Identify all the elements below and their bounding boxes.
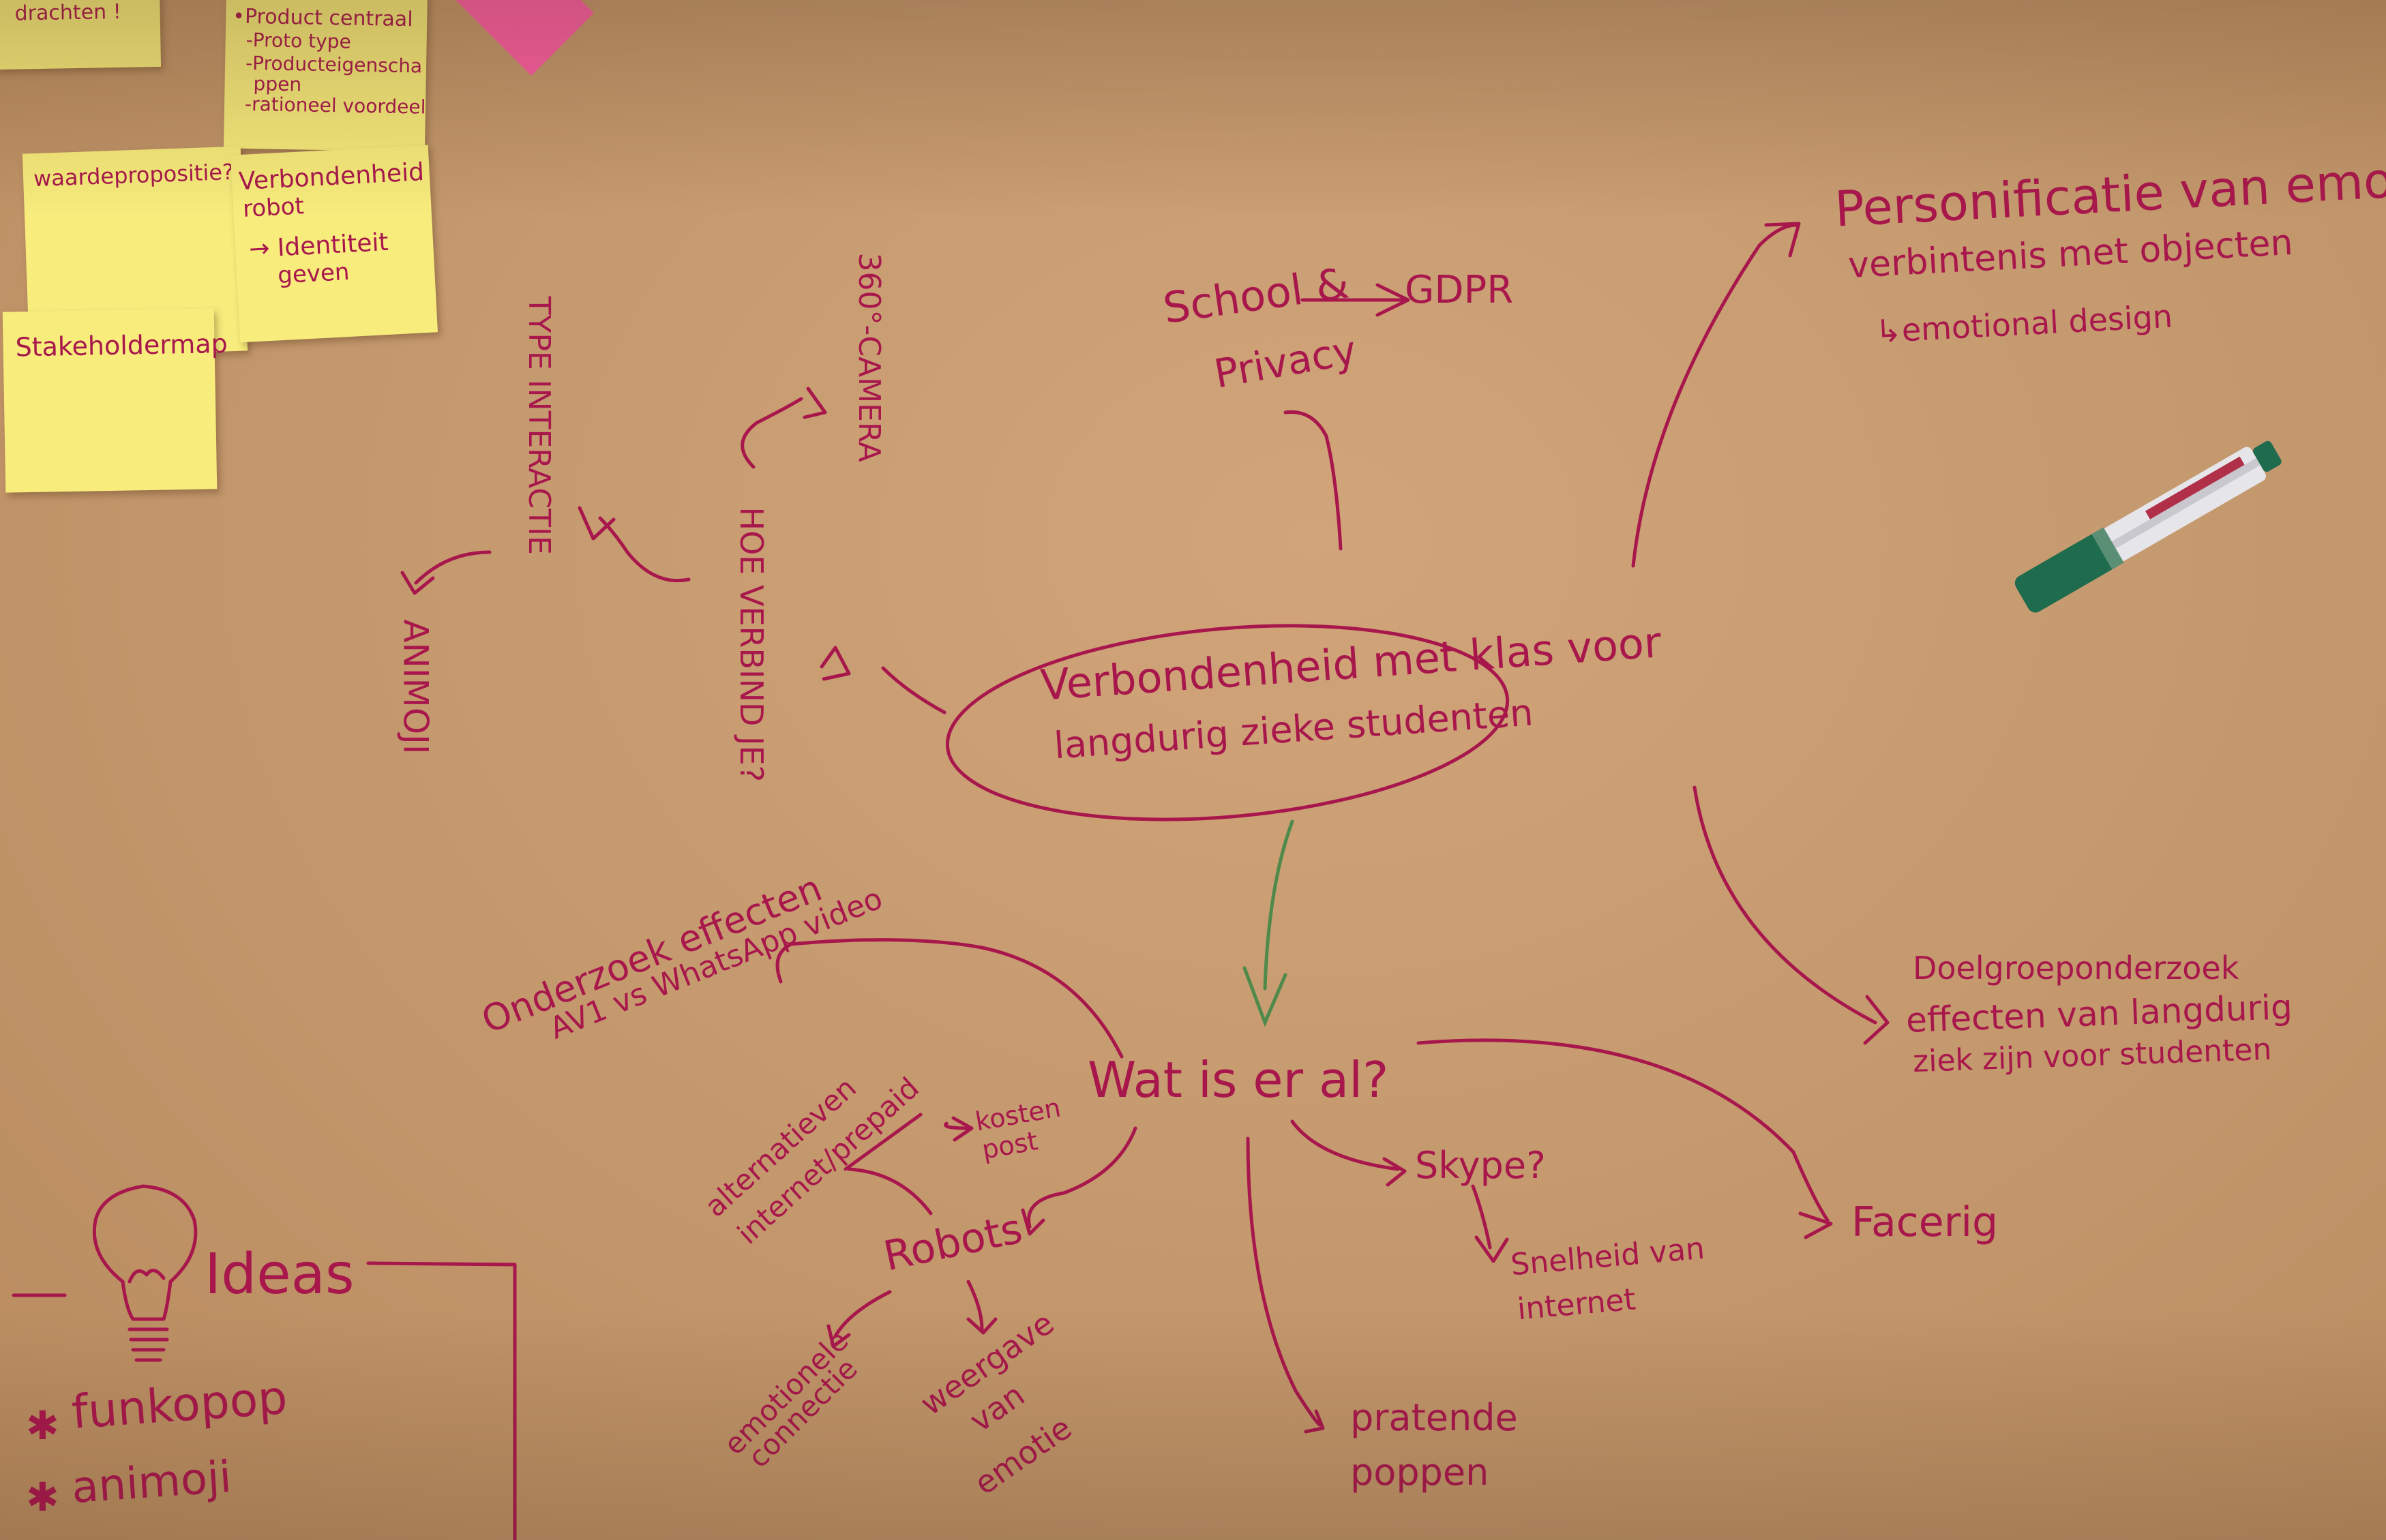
bullet-star-icon: ✱: [26, 1402, 59, 1449]
line-wat-skype: [1290, 1119, 1407, 1187]
label-hoe-verbind: HOE VERBIND JE?: [733, 507, 771, 783]
bulb-icon-filament: [128, 1269, 166, 1284]
ideas-item-animoji: animoji: [70, 1451, 233, 1514]
line-wat-facerig: [1416, 1038, 1833, 1239]
line-robots-alt: [847, 1167, 933, 1216]
label-skype: Skype?: [1415, 1144, 1546, 1187]
line-to-doelgroep: [1692, 785, 1890, 1045]
arrow-gdpr: [1300, 283, 1410, 317]
line-skype-snelheid: [1471, 1184, 1509, 1263]
label-gdpr: GDPR: [1405, 268, 1514, 312]
label-type-interactie: TYPE INTERACTIE: [521, 296, 556, 555]
green-arrow: [1242, 819, 1294, 1027]
bulb-icon-base: [128, 1327, 169, 1362]
line-wat-onderzoek: [775, 938, 1124, 1059]
center-oval: [945, 624, 1510, 821]
line-to-personificatie: [1631, 222, 1801, 568]
line-robots-emo: [826, 1290, 892, 1348]
label-poppen: poppen: [1350, 1451, 1489, 1494]
line-robots-weer: [966, 1280, 998, 1335]
line-hoe-camera: [741, 387, 827, 469]
line-wat-pratende: [1246, 1136, 1325, 1434]
line-hoe-type: [578, 506, 691, 583]
label-wat-is-er-al: Wat is er al?: [1088, 1051, 1389, 1108]
label-pratende: pratende: [1350, 1396, 1518, 1439]
label-ideas: Ideas: [205, 1242, 355, 1307]
label-animoji-vertical: ANIMOJI: [396, 619, 436, 755]
line-to-hoe: [820, 646, 946, 714]
bullet-star-icon: ✱: [26, 1474, 59, 1520]
label-360-camera: 360°-CAMERA: [851, 252, 886, 462]
line-alt-kosten: [944, 1116, 974, 1142]
line-wat-robots: [1021, 1126, 1137, 1236]
label-doelgroep-line1: Doelgroeponderzoek: [1913, 950, 2239, 986]
label-facerig: Facerig: [1851, 1198, 1999, 1246]
underline-prepaid: [844, 1113, 923, 1171]
line-to-school: [1283, 410, 1343, 551]
bulb-icon-outline: [92, 1184, 198, 1321]
line-type-animoji: [400, 550, 492, 595]
ideas-bracket: [12, 1261, 517, 1540]
